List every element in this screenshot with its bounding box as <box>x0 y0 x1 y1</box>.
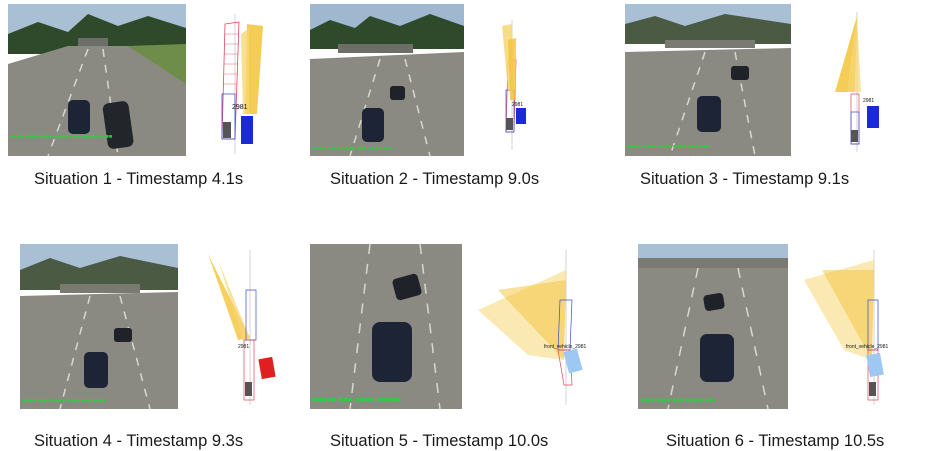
trajectory-plot-1: 2981 <box>205 14 275 154</box>
caption-4: Situation 4 - Timestamp 9.3s <box>34 432 244 450</box>
svg-text:■■■■ ■ ■■■ ■■■■ ■■■■ ■■■ ■■■: ■■■■ ■ ■■■ ■■■■ ■■■■ ■■■ ■■■ <box>627 144 709 150</box>
vehicle-id-label-2: 2981 <box>512 102 523 108</box>
vehicle-id-label-3: 2981 <box>863 98 874 104</box>
scene-image-6: ■■■■ ■■■■ ■■■ ■■■■■ ■■■ <box>638 244 788 409</box>
caption-2: Situation 2 - Timestamp 9.0s <box>330 170 540 188</box>
caption-5: Situation 5 - Timestamp 10.0s <box>330 432 549 450</box>
vehicle-id-label-4: 2981 <box>238 344 249 350</box>
trajectory-plot-4: 2981 <box>198 250 278 405</box>
trajectory-plot-3: 2981 <box>825 12 895 152</box>
vehicle-id-label-1: 2981 <box>232 104 248 111</box>
scene-image-3: ■■■■ ■ ■■■ ■■■■ ■■■■ ■■■ ■■■ <box>625 4 791 156</box>
caption-6: Situation 6 - Timestamp 10.5s <box>666 432 885 450</box>
svg-text:■■■■ ■■■■ ■■■■ ■■■ ■■■■ ■■■: ■■■■ ■■■■ ■■■■ ■■■ ■■■■ ■■■ <box>312 146 393 152</box>
trajectory-plot-2: 2981 <box>494 20 544 150</box>
scene-image-2: ■■■■ ■■■■ ■■■■ ■■■ ■■■■ ■■■ <box>310 4 464 156</box>
caption-3: Situation 3 - Timestamp 9.1s <box>640 170 850 188</box>
trajectory-plot-5: front_vehicle_2981 <box>468 250 598 405</box>
svg-text:■■■■■ ■■■ ■■■■ ■■■■■: ■■■■■ ■■■ ■■■■ ■■■■■ <box>312 395 401 404</box>
svg-text:■■■■ ■■■■ ■■■■ ■■■■ ■■■ ■■■■: ■■■■ ■■■■ ■■■■ ■■■■ ■■■ ■■■■ <box>22 398 106 404</box>
vehicle-id-label-5: front_vehicle_2981 <box>544 344 586 350</box>
svg-text:■■■■ ■■■■ ■■■■ ■■■■ ■■■ ■■■■■■: ■■■■ ■■■■ ■■■■ ■■■■ ■■■ ■■■■■■ ■■■ <box>10 134 112 140</box>
trajectory-plot-6: front_vehicle_2981 <box>794 250 894 405</box>
vehicle-id-label-6: front_vehicle_2981 <box>846 344 888 350</box>
scene-image-5: ■■■■■ ■■■ ■■■■ ■■■■■ <box>310 244 462 409</box>
scene-image-1: ■■■■ ■■■■ ■■■■ ■■■■ ■■■ ■■■■■■ ■■■ <box>8 4 186 156</box>
caption-1: Situation 1 - Timestamp 4.1s <box>34 170 244 188</box>
scene-image-4: ■■■■ ■■■■ ■■■■ ■■■■ ■■■ ■■■■ <box>20 244 178 409</box>
svg-text:■■■■ ■■■■ ■■■ ■■■■■ ■■■: ■■■■ ■■■■ ■■■ ■■■■■ ■■■ <box>640 398 716 404</box>
